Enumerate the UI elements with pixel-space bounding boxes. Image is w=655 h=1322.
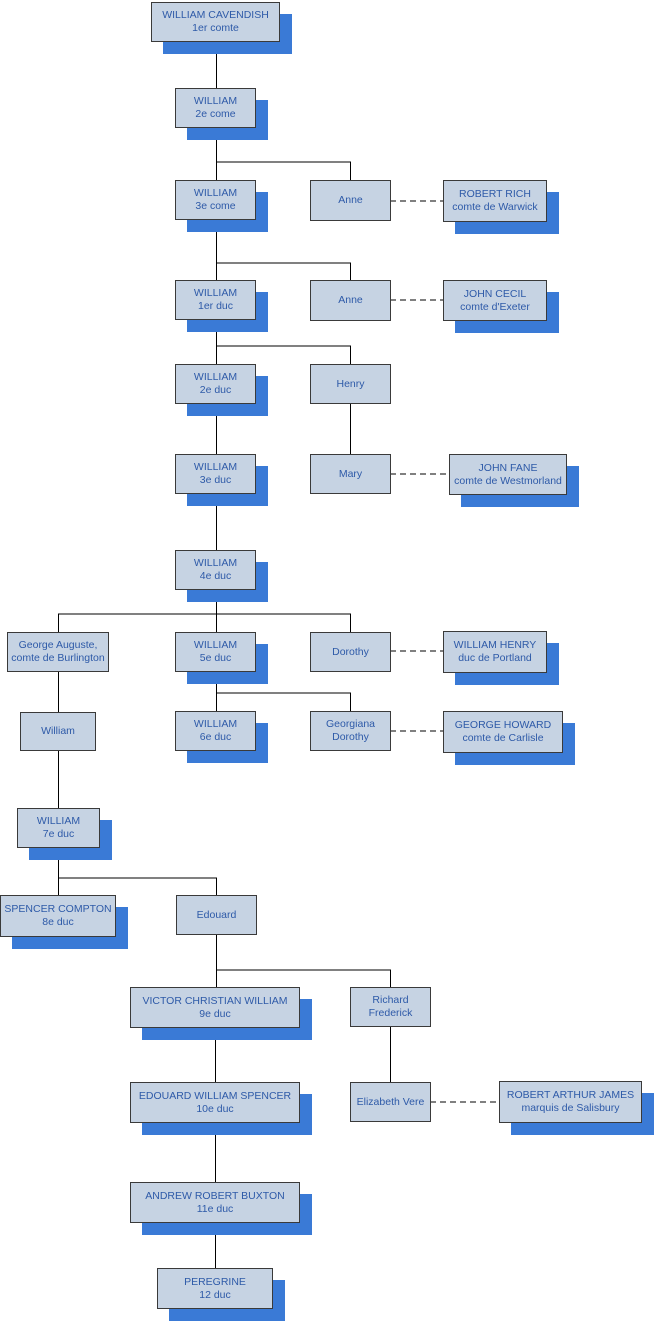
person-node-edouard-william-spencer: EDOUARD WILLIAM SPENCER 10e duc [130, 1082, 300, 1123]
person-name: WILLIAM [36, 815, 81, 827]
person-node-william-5e-duc: WILLIAM 5e duc [175, 632, 256, 672]
person-node-william-2e-duc: WILLIAM 2e duc [175, 364, 256, 404]
person-name: JOHN FANE [478, 461, 538, 474]
person-title: 1er duc [197, 300, 234, 312]
person-title: 2e duc [199, 384, 232, 396]
person-name: Georgiana [325, 718, 376, 730]
person-node-george-howard: GEORGE HOWARD comte de Carlisle [443, 711, 563, 753]
sibling-line [58, 877, 217, 895]
person-title: comte de Carlisle [462, 732, 544, 744]
person-name: WILLIAM [193, 718, 238, 730]
person-name: WILLIAM [193, 287, 238, 299]
person-node-william-cavendish: WILLIAM CAVENDISH 1er comte [151, 2, 280, 42]
person-title: duc de Portland [458, 652, 532, 664]
person-name: WILLIAM CAVENDISH [162, 9, 269, 21]
person-title: comte de Warwick [452, 201, 538, 213]
sibling-line [216, 345, 351, 364]
person-node-elizabeth-vere: Elizabeth Vere [350, 1082, 431, 1122]
person-title: 2e come [195, 108, 236, 120]
person-name: Henry [336, 377, 365, 390]
person-name: SPENCER COMPTON [4, 903, 112, 915]
person-node-william-4e-duc: WILLIAM 4e duc [175, 550, 256, 590]
person-title: 3e come [195, 200, 236, 212]
person-node-mary: Mary [310, 454, 391, 494]
person-name: EDOUARD WILLIAM SPENCER [138, 1089, 292, 1102]
sibling-line [216, 161, 351, 180]
person-node-andrew-robert-buxton: ANDREW ROBERT BUXTON 11e duc [130, 1182, 300, 1223]
person-node-william-3e-duc: WILLIAM 3e duc [175, 454, 256, 494]
person-name: Anne [338, 294, 363, 306]
person-node-spencer-compton: SPENCER COMPTON 8e duc [0, 895, 116, 937]
person-node-peregrine: PEREGRINE 12 duc [157, 1268, 273, 1309]
sibling-line [216, 262, 351, 280]
person-name: Edouard [196, 908, 237, 921]
person-node-anne: Anne [310, 180, 391, 221]
person-node-george-auguste: George Auguste, comte de Burlington [7, 632, 109, 672]
person-node-henry: Henry [310, 364, 391, 404]
person-name: WILLIAM [193, 187, 238, 199]
person-name: Elizabeth Vere [356, 1095, 425, 1108]
person-name: Anne [338, 194, 363, 206]
person-title: comte de Burlington [11, 652, 105, 664]
person-name: WILLIAM [193, 95, 238, 107]
person-name: WILLIAM HENRY [453, 639, 537, 651]
person-name: GEORGE HOWARD [454, 719, 552, 731]
person-name: Richard [372, 994, 409, 1006]
person-title: 12 duc [199, 1288, 231, 1301]
person-title: 1er comte [192, 22, 239, 34]
person-name: William [41, 725, 75, 737]
person-name: PEREGRINE [184, 1275, 246, 1288]
person-node-william-1er-duc: WILLIAM 1er duc [175, 280, 256, 320]
person-node-victor-christian-william: VICTOR CHRISTIAN WILLIAM 9e duc [130, 987, 300, 1028]
sibling-line [216, 969, 391, 987]
person-title: 3e duc [199, 474, 232, 486]
person-name: WILLIAM [193, 461, 238, 473]
person-node-william-2e-come: WILLIAM 2e come [175, 88, 256, 128]
person-node-john-cecil: JOHN CECIL comte d'Exeter [443, 280, 547, 321]
person-node-anne: Anne [310, 280, 391, 321]
person-name: WILLIAM [193, 557, 238, 569]
person-node-william-3e-come: WILLIAM 3e come [175, 180, 256, 220]
person-node-robert-rich: ROBERT RICH comte de Warwick [443, 180, 547, 222]
person-title: marquis de Salisbury [521, 1102, 620, 1114]
person-name: WILLIAM [193, 639, 238, 651]
person-title: comte d'Exeter [460, 300, 530, 313]
person-node-william-6e-duc: WILLIAM 6e duc [175, 711, 256, 751]
person-title: 9e duc [199, 1007, 231, 1020]
person-title: 5e duc [199, 652, 232, 664]
person-name: ROBERT RICH [459, 188, 531, 200]
person-title: 11e duc [196, 1202, 234, 1215]
person-name: WILLIAM [193, 371, 238, 383]
person-title: Dorothy [332, 731, 369, 743]
person-node-georgiana-dorothy: Georgiana Dorothy [310, 711, 391, 751]
person-title: 6e duc [199, 731, 232, 743]
person-node-edouard: Edouard [176, 895, 257, 935]
person-title: Frederick [368, 1007, 413, 1019]
person-title: 4e duc [199, 570, 232, 582]
person-name: JOHN CECIL [463, 287, 527, 300]
person-node-dorothy: Dorothy [310, 632, 391, 672]
person-name: ROBERT ARTHUR JAMES [506, 1089, 635, 1101]
person-name: Mary [338, 467, 363, 480]
person-title: 10e duc [196, 1102, 234, 1115]
person-title: comte de Westmorland [454, 474, 562, 487]
person-node-robert-arthur-james: ROBERT ARTHUR JAMES marquis de Salisbury [499, 1081, 642, 1123]
person-title: 8e duc [42, 916, 74, 928]
person-name: VICTOR CHRISTIAN WILLIAM [142, 994, 288, 1007]
person-node-richard-frederick: Richard Frederick [350, 987, 431, 1027]
sibling-line [58, 613, 351, 632]
person-node-william-henry: WILLIAM HENRY duc de Portland [443, 631, 547, 673]
person-node-john-fane: JOHN FANE comte de Westmorland [449, 454, 567, 495]
person-node-william: William [20, 712, 96, 751]
person-name: George Auguste, [18, 639, 98, 651]
person-node-william-7e-duc: WILLIAM 7e duc [17, 808, 100, 848]
person-title: 7e duc [42, 828, 75, 840]
sibling-line [216, 692, 351, 711]
person-name: ANDREW ROBERT BUXTON [145, 1189, 285, 1202]
person-name: Dorothy [332, 645, 369, 658]
